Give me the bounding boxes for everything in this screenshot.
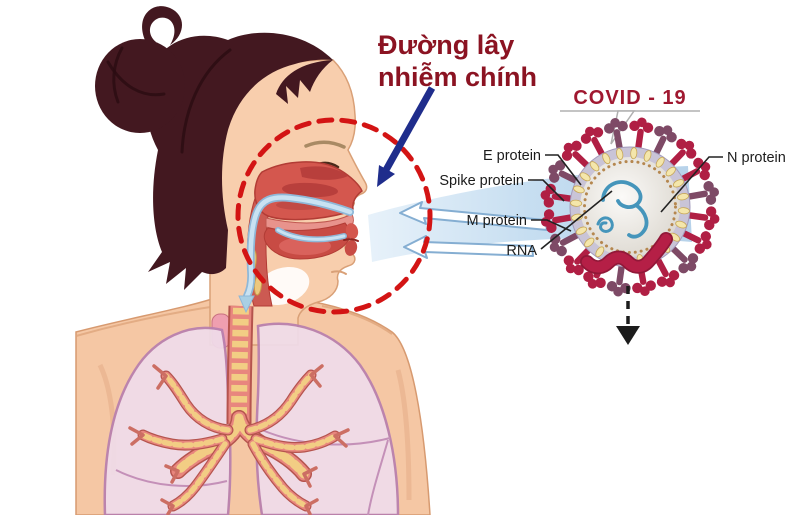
airway-arrowhead <box>238 295 255 314</box>
virus-n-protein <box>580 232 673 275</box>
envelope-dot <box>655 156 665 168</box>
bronchiole <box>309 364 324 388</box>
bronchiole <box>302 466 318 488</box>
label-e-protein: E protein <box>483 148 541 164</box>
main-title-line1: Đường lây <box>378 30 514 60</box>
turbinate-upper <box>300 166 348 180</box>
envelope-dot <box>573 185 585 194</box>
hair <box>95 6 333 290</box>
leader-m-protein <box>531 219 572 232</box>
envelope-dot <box>677 193 689 201</box>
label-spike-protein: Spike protein <box>439 173 524 189</box>
virus-diagram <box>540 117 720 297</box>
left-lung-fissure <box>115 469 228 487</box>
virus-m-ring <box>583 160 677 254</box>
envelope-dot <box>672 179 685 188</box>
bronchiole <box>304 498 319 515</box>
virus-spike <box>563 244 595 276</box>
bronchial-tree <box>128 364 350 515</box>
lower-lip <box>344 240 358 256</box>
person-figure <box>75 6 431 515</box>
main-title-line2: nhiễm chính <box>378 61 537 92</box>
upper-lip <box>345 223 359 239</box>
envelope-dot <box>584 237 595 248</box>
envelope-dot <box>643 150 652 162</box>
right-lung-fissure-2 <box>367 439 389 515</box>
hair-bun <box>95 39 185 133</box>
bun-strand-2 <box>112 46 124 104</box>
covid-label-group: COVID - 19 <box>560 87 700 145</box>
virus-spike <box>606 259 631 297</box>
envelope-dot <box>616 148 624 160</box>
arm-crease-right <box>395 369 412 501</box>
envelope-dot <box>602 152 611 165</box>
chin-crease <box>331 270 347 275</box>
leader-rna <box>540 190 613 250</box>
spread-arrow <box>616 286 640 345</box>
label-m-protein: M protein <box>467 213 527 229</box>
envelope-dot <box>571 213 583 221</box>
turbinate-middle <box>282 182 338 198</box>
bronchiole <box>333 428 350 448</box>
envelope-dot <box>589 161 600 172</box>
airway-arrow-fill <box>244 195 353 299</box>
pointer-arrow <box>377 86 436 187</box>
hair-fringe <box>276 60 333 104</box>
mouth-line <box>343 238 359 242</box>
leader-n-protein <box>660 156 723 213</box>
envelope-dot <box>595 246 605 258</box>
spread-arrowhead <box>616 326 640 345</box>
virus-rna <box>596 180 649 239</box>
bun-strand-1 <box>106 60 166 97</box>
label-n-protein: N protein <box>727 150 786 166</box>
trachea <box>226 305 254 425</box>
envelope-dot <box>677 207 690 215</box>
envelope-dot <box>579 172 591 182</box>
eyebrow <box>304 140 346 149</box>
leader-e-protein <box>545 154 582 186</box>
virus-part-labels: E protein Spike protein M protein RNA N … <box>439 148 785 259</box>
envelope-dot <box>675 220 687 229</box>
envelope-dot <box>575 226 588 235</box>
bronchiole <box>128 426 145 446</box>
envelope-dot <box>570 199 583 207</box>
head-strand <box>180 48 232 154</box>
airway-arrow <box>238 193 354 314</box>
pointer-arrowhead <box>377 165 395 187</box>
virus-spike <box>677 228 712 254</box>
envelope-dot <box>665 166 676 177</box>
transmission-circle <box>235 117 433 315</box>
shoulder-shading-right <box>321 305 393 335</box>
envelope-dot <box>630 147 638 160</box>
bronchiole <box>152 364 168 390</box>
bronchiole <box>160 498 175 515</box>
hair-topknot <box>142 6 182 46</box>
bronchiole <box>164 464 180 484</box>
virus-spike <box>561 140 593 172</box>
leader-spike-protein <box>528 179 565 202</box>
airway-mouth-branch-fill <box>276 228 346 241</box>
label-rna: RNA <box>506 243 537 259</box>
covid-label: COVID - 19 <box>573 87 686 109</box>
